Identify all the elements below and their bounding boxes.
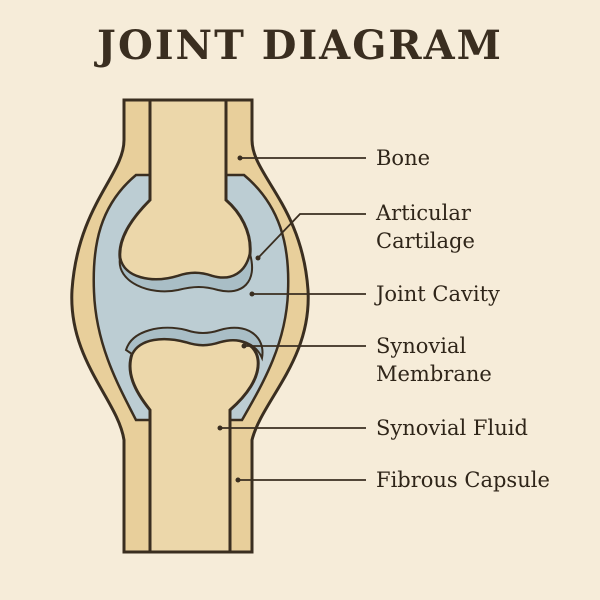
capsule-leader-dot xyxy=(235,477,241,483)
label-fibrous-capsule: Fibrous Capsule xyxy=(376,468,550,492)
label-joint-cavity: Joint Cavity xyxy=(376,282,500,306)
bone-leader-dot xyxy=(237,155,243,161)
diagram-title: JOINT DIAGRAM xyxy=(97,22,503,69)
label-synovial-fluid: Synovial Fluid xyxy=(376,416,528,440)
label-synovial-membrane: Synovial Membrane xyxy=(376,332,492,388)
lower-cartilage-shape xyxy=(124,326,264,362)
fluid-leader-dot xyxy=(217,425,223,431)
joint-cavity-leader-dot xyxy=(249,291,255,297)
label-articular-cartilage: Articular Cartilage xyxy=(376,199,475,255)
label-membrane-line1: Synovial xyxy=(376,334,467,358)
cartilage-leader-line xyxy=(257,213,366,259)
label-membrane-line2: Membrane xyxy=(376,362,492,386)
membrane-leader-dot xyxy=(241,343,247,349)
label-articular-line1: Articular xyxy=(376,201,471,225)
cartilage-leader-dot xyxy=(255,255,261,261)
upper-cartilage-shape xyxy=(118,253,253,293)
label-articular-line2: Cartilage xyxy=(376,229,475,253)
label-bone: Bone xyxy=(376,146,431,170)
